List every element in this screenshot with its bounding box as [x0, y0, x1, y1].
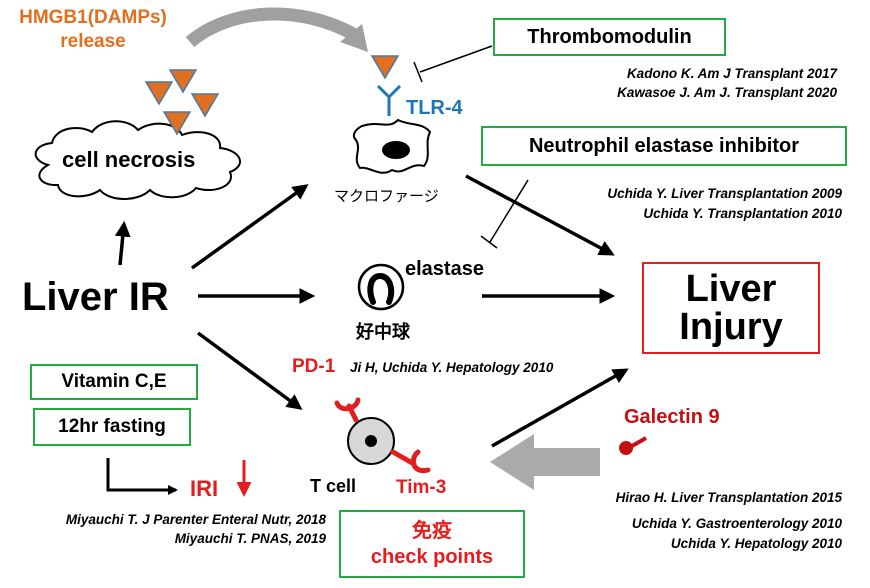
elastase-inhibitor-box: Neutrophil elastase inhibitor — [481, 126, 847, 166]
pd1-receptor — [334, 397, 361, 423]
galectin9-label: Galectin 9 — [624, 406, 720, 428]
macrophage-label: マクロファージ — [334, 188, 439, 205]
hmgb1-ligand-triangle — [370, 55, 400, 80]
cell-necrosis-cloud — [34, 120, 241, 200]
hmgb1-line1: HMGB1(DAMPs) — [19, 7, 167, 28]
vitamin-box: Vitamin C,E — [30, 364, 198, 400]
tcell-label: T cell — [310, 476, 357, 496]
arrow-macrophage-to-injury — [465, 174, 615, 256]
citation-kadono: Kadono K. Am J Transplant 2017 — [626, 66, 837, 81]
thrombomodulin-inhibit-line — [419, 45, 493, 73]
elastase-label: elastase — [405, 258, 484, 280]
hmgb1-line2: release — [60, 31, 126, 52]
citation-miyauchi-jpen: Miyauchi T. J Parenter Enteral Nutr, 201… — [65, 512, 326, 527]
neutrophil-cell — [357, 263, 405, 311]
checkpoints-line1: 免疫 — [412, 520, 452, 542]
pd1-label: PD-1 — [292, 356, 336, 377]
liver-ir-label: Liver IR — [22, 275, 169, 319]
checkpoints-line2: check points — [370, 546, 494, 568]
tlr4-label: TLR-4 — [406, 97, 463, 119]
citation-miyauchi-pnas: Miyauchi T. PNAS, 2019 — [174, 531, 326, 546]
fasting-box: 12hr fasting — [33, 408, 191, 446]
tlr4-receptor — [376, 84, 402, 116]
hmgb1-label: HMGB1(DAMPs) release — [8, 6, 178, 54]
galectin9-to-tim3-arrow — [490, 434, 600, 490]
checkpoints-box: 免疫 check points — [339, 510, 525, 578]
liver-injury-box: Liver Injury — [642, 262, 820, 354]
arrow-ir-to-tcell — [196, 331, 303, 410]
citation-jih: Ji H, Uchida Y. Hepatology 2010 — [350, 360, 554, 375]
thrombomodulin-box: Thrombomodulin — [493, 18, 726, 56]
liver-injury-line1: Liver — [685, 268, 777, 310]
citation-uchida-g2010: Uchida Y. Gastroenterology 2010 — [631, 516, 842, 531]
elastase-inhibit-bar — [480, 235, 498, 249]
elastase-inhibit-line — [489, 179, 529, 243]
liver-injury-line2: Injury — [679, 306, 783, 348]
neutrophil-nucleus — [367, 272, 395, 305]
macrophage-nucleus — [382, 141, 410, 159]
hmgb1-triangles — [144, 69, 220, 136]
tim3-label: Tim-3 — [396, 477, 447, 498]
galectin9-icon — [619, 441, 633, 455]
tim3-receptor — [390, 449, 431, 474]
arrow-ir-to-necrosis — [114, 220, 131, 266]
citation-kawasoe: Kawasoe J. Am J. Transplant 2020 — [617, 85, 837, 100]
citation-uchida-h2010: Uchida Y. Hepatology 2010 — [670, 536, 842, 551]
fasting-to-iri-arrow — [106, 458, 179, 496]
t-cell-nucleus — [365, 435, 377, 447]
citation-uchida-lt2009: Uchida Y. Liver Transplantation 2009 — [607, 186, 842, 201]
iri-label: IRI — [190, 476, 219, 501]
cell-necrosis-label: cell necrosis — [62, 147, 196, 172]
citation-hirao: Hirao H. Liver Transplantation 2015 — [615, 490, 842, 505]
arrow-tcell-to-injury — [491, 368, 629, 448]
arrow-ir-to-macrophage — [190, 184, 309, 270]
galectin9-stem — [631, 436, 647, 448]
citation-uchida-t2010: Uchida Y. Transplantation 2010 — [643, 206, 842, 221]
hmgb1-release-arrowhead — [340, 24, 368, 52]
thrombomodulin-inhibit-bar — [413, 61, 423, 83]
neutrophil-label: 好中球 — [356, 322, 410, 342]
hmgb1-release-arrow — [185, 7, 359, 48]
